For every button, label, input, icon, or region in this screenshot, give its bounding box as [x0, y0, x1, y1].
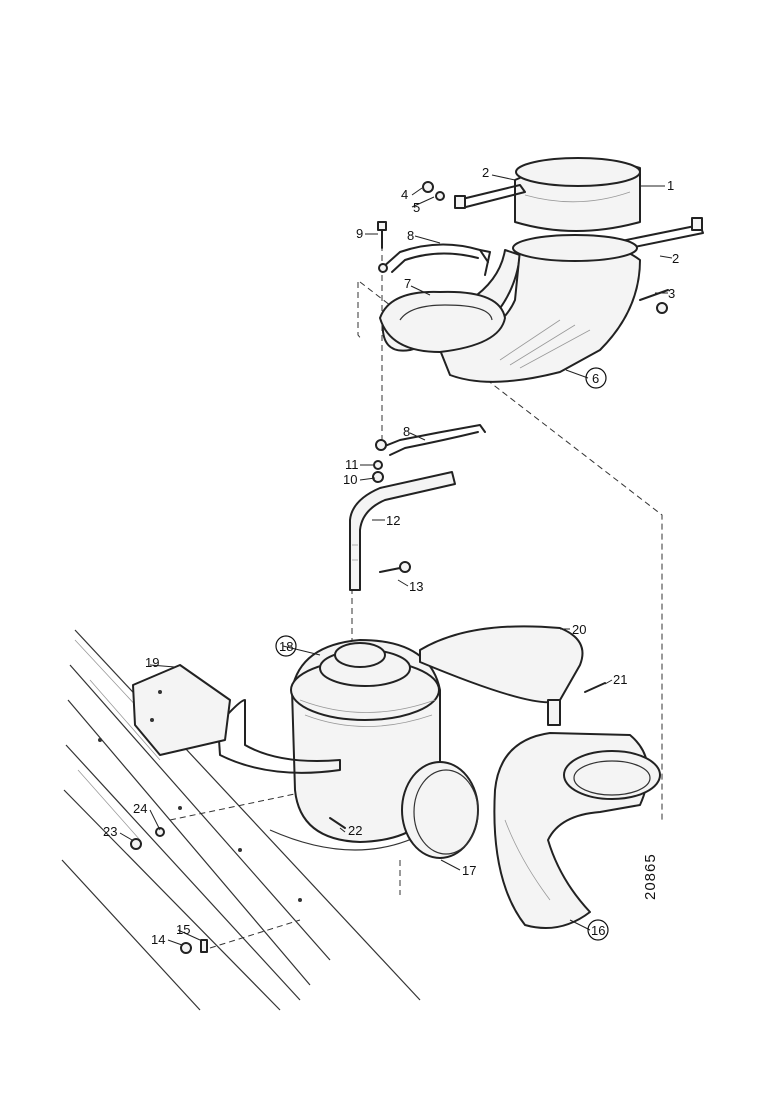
callout-6: 6: [592, 371, 599, 386]
drawing-number: 20865: [642, 853, 659, 900]
part-7-oval-outlet: [379, 290, 506, 353]
callout-22: 22: [348, 823, 362, 838]
callout-15: 15: [176, 922, 190, 937]
part-9-bolt: [377, 221, 387, 249]
part-18-air-cleaner: [269, 639, 441, 851]
callout-circle-18: [275, 635, 297, 657]
callout-14: 14: [151, 932, 165, 947]
callout-20: 20: [572, 622, 586, 637]
callout-12: 12: [386, 513, 400, 528]
callout-2-upper: 2: [482, 165, 489, 180]
part-4-5-nut-washer: [422, 181, 445, 201]
callout-24: 24: [133, 801, 147, 816]
callout-17: 17: [462, 863, 476, 878]
callout-circle-16: [587, 919, 609, 941]
callout-4: 4: [401, 187, 408, 202]
callout-10: 10: [343, 472, 357, 487]
callout-2-lower: 2: [672, 251, 679, 266]
chassis-frame: [61, 629, 421, 1011]
part-8-upper-bracket: [378, 243, 491, 276]
part-20-strap-band: [217, 625, 584, 774]
callout-8-lower: 8: [403, 424, 410, 439]
leader-lines: [119, 174, 673, 946]
callout-13: 13: [409, 579, 423, 594]
part-1-oval-inlet: [514, 157, 641, 232]
callout-7: 7: [404, 276, 411, 291]
callout-circle-6: [585, 367, 607, 389]
callout-1: 1: [667, 178, 674, 193]
callout-3: 3: [668, 286, 675, 301]
callout-9: 9: [356, 226, 363, 241]
callout-21: 21: [613, 672, 627, 687]
part-16-lower-elbow: [493, 732, 661, 929]
fasteners-lower-left: [130, 827, 208, 954]
part-3-bolt: [639, 289, 669, 314]
callout-18: 18: [279, 639, 293, 654]
callout-5: 5: [413, 200, 420, 215]
part-10-11-fasteners: [372, 460, 384, 483]
part-19-mounting-plate: [132, 664, 231, 756]
callout-23: 23: [103, 824, 117, 839]
callout-19: 19: [145, 655, 159, 670]
part-17-outlet-ring: [401, 761, 479, 859]
callout-16: 16: [591, 923, 605, 938]
part-8-lower-bracket: [375, 424, 486, 456]
part-22-bolt: [329, 817, 346, 829]
callout-8-upper: 8: [407, 228, 414, 243]
part-13-bolt: [379, 561, 411, 573]
callout-11: 11: [345, 457, 359, 472]
part-21-bolt: [584, 682, 606, 693]
part-12-support-arm: [349, 471, 456, 591]
